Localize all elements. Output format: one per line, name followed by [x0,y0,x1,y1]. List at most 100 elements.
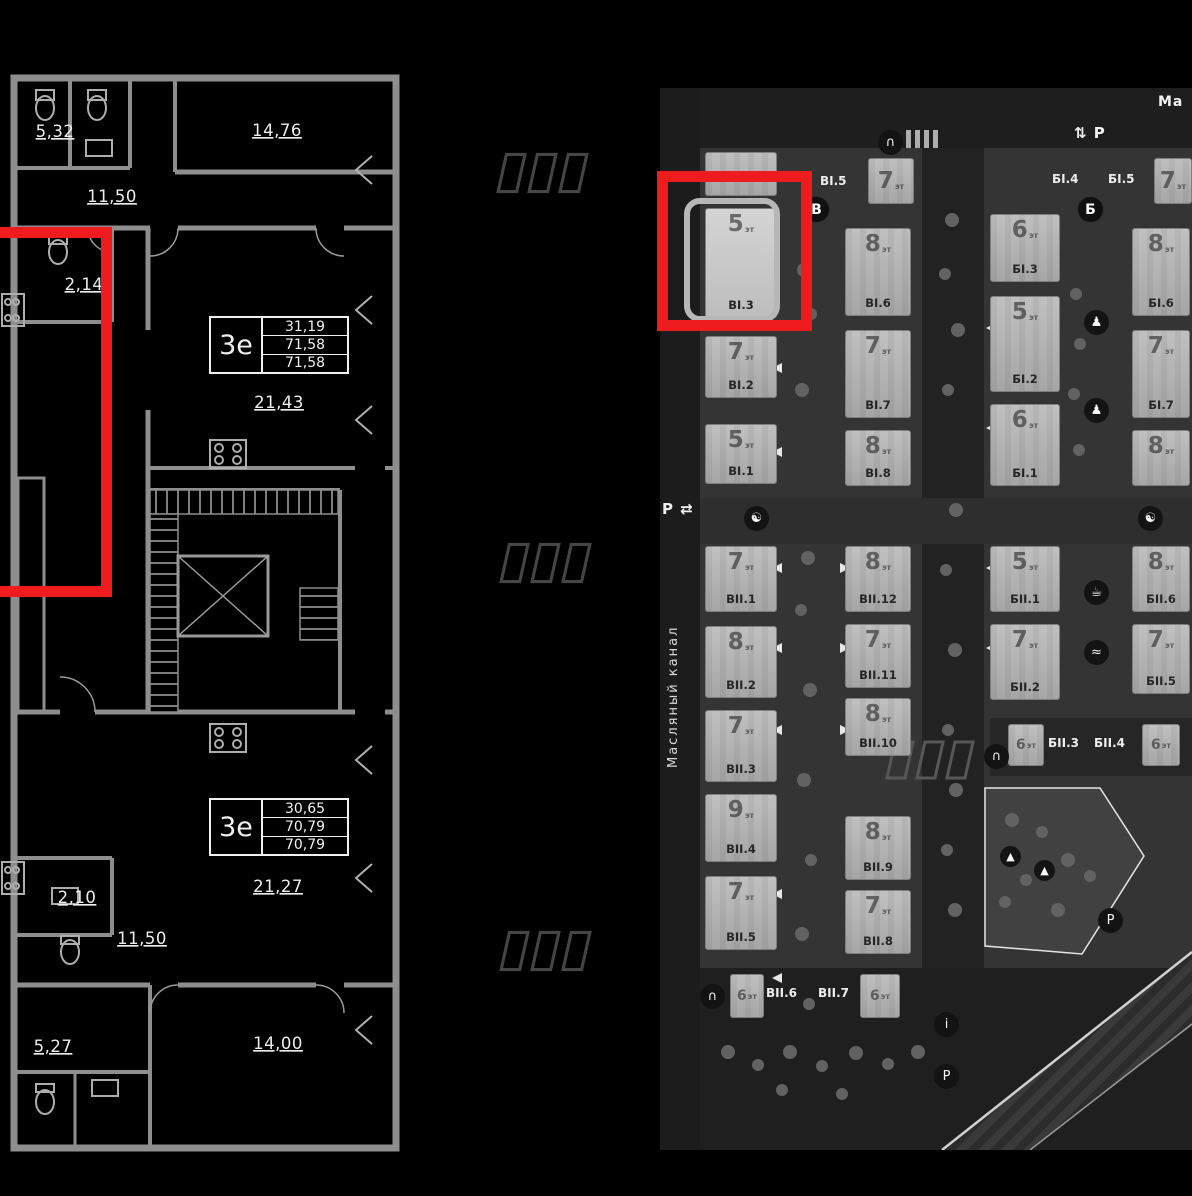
floors-number: 9 [727,797,744,823]
unit-total-area-2: 71,58 [284,355,326,372]
floors-suffix: эт [881,563,892,572]
building-label: ВI.3 [728,298,754,312]
measure-hall-top: 11,50 [87,187,137,206]
floors-number: 7 [727,549,744,575]
unit-total-area-2: 70,79 [284,837,326,854]
yoga-icon: ☯ [1138,506,1163,531]
staircase [149,489,339,713]
building-label: БI.3 [1012,262,1038,276]
building-label: ВI.2 [728,378,754,392]
label-vii7: ВII.7 [818,986,849,1000]
info-icon: i [934,1012,959,1037]
building-label: ВI.6 [865,296,891,310]
floors-number: 7 [864,333,881,359]
building-label: БI.6 [1148,296,1174,310]
floors-number: 6 [1011,217,1028,243]
floors-number: 7 [727,339,744,365]
site-map-decor [660,88,1192,1150]
unit-card-upper[interactable]: 3е 31,19 71,58 71,58 [209,316,349,374]
doors [59,227,345,1014]
floors-number: 8 [864,433,881,459]
floors-number: 7 [1147,627,1164,653]
floors-number: 7 [864,893,881,919]
label-vii6: ВII.6 [766,986,797,1000]
floors-number: 7 [1159,167,1176,194]
watermark-logo [499,542,592,584]
label-bi4: БI.4 [1052,172,1079,186]
unit-areas: 30,65 70,79 70,79 [263,800,347,854]
section-badge-b[interactable]: Б [1077,196,1104,223]
watermark-logo [499,930,592,972]
floors-suffix: эт [747,992,758,1001]
building-label: ВII.5 [726,930,756,944]
fixtures [1,89,247,1115]
unit-type: 3е [211,800,263,854]
floors-suffix: эт [1176,181,1187,191]
floors-suffix: эт [881,245,892,254]
unit-card-lower[interactable]: 3е 30,65 70,79 70,79 [209,798,349,856]
floors-number: 8 [864,701,881,727]
building-label: ВII.9 [863,860,893,874]
floors-number: 8 [1147,231,1164,257]
watermark-logo [496,152,589,194]
floors-suffix: эт [1028,421,1039,430]
floors-suffix: эт [880,992,891,1001]
unit-living-area: 31,19 [263,318,347,337]
floors-number: 8 [864,549,881,575]
floors-number: 5 [727,211,744,237]
crosswalk [906,130,938,148]
street-label-top: Ма [1158,94,1184,110]
floors-suffix: эт [744,353,755,362]
elevator [176,554,270,638]
entrance-icon: ∩ [878,130,903,155]
floors-number: 5 [727,427,744,453]
unit-total-area: 71,58 [263,336,347,355]
building-label: ВII.11 [859,668,897,682]
entrance-icon: ∩ [984,744,1009,769]
label-bii3: БII.3 [1048,736,1079,750]
building-label: БI.7 [1148,398,1174,412]
